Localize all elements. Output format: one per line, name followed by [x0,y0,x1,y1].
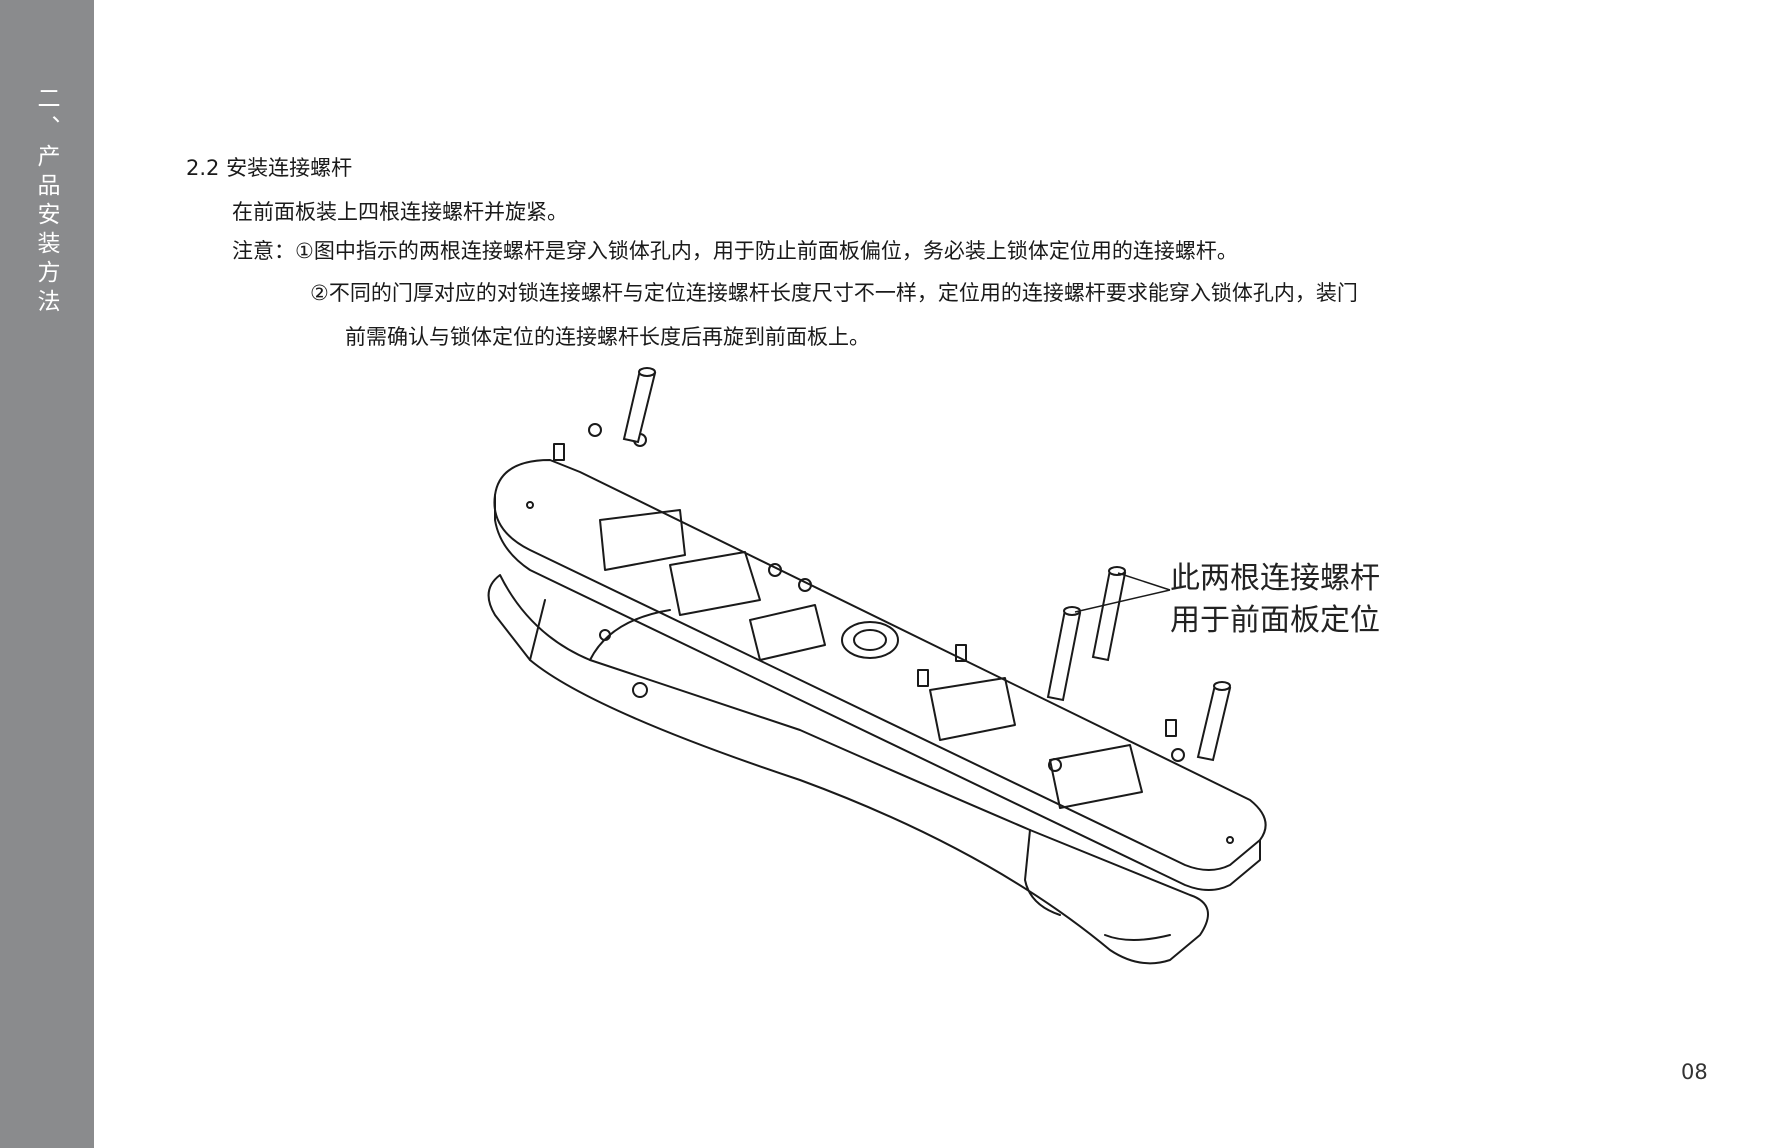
screw-hole [632,682,648,698]
window [1049,744,1143,809]
lock-body-lower [487,574,1209,965]
section-heading: 2.2 安装连接螺杆 [186,156,353,180]
window [749,604,826,661]
note-2: ②不同的门厚对应的对锁连接螺杆与定位连接螺杆长度尺寸不一样，定位用的连接螺杆要求… [310,281,1358,305]
loose-screw [1196,681,1232,762]
window [599,509,686,571]
positioning-screw [1046,606,1082,702]
intro-text: 在前面板装上四根连接螺杆并旋紧。 [232,200,568,224]
sidebar-section-title: 二、产品安装方法 [33,86,59,318]
note-1: 注意：①图中指示的两根连接螺杆是穿入锁体孔内，用于防止前面板偏位，务必装上锁体定… [232,239,1238,263]
positioning-screw-callout: 此两根连接螺杆 用于前面板定位 [1170,558,1380,642]
front-panel-plate [493,459,1267,871]
mounted-stud [1165,719,1177,737]
page-number: 08 [1681,1060,1708,1084]
screw-hole [599,629,611,641]
spindle-rosette [841,621,899,659]
callout-leader-lines [1074,572,1171,613]
callout-line-2: 用于前面板定位 [1170,603,1380,638]
loose-screw [622,367,657,444]
mounted-stud [955,644,967,662]
mounted-stud [917,669,929,687]
window [669,551,761,616]
window [929,677,1016,741]
front-panel-drawing [487,367,1267,965]
mounted-stud [553,443,565,461]
callout-line-1: 此两根连接螺杆 [1170,561,1380,596]
note-2-continued: 前需确认与锁体定位的连接螺杆长度后再旋到前面板上。 [345,325,870,349]
positioning-screw [1091,566,1127,662]
sidebar: 二、产品安装方法 [0,0,94,1148]
